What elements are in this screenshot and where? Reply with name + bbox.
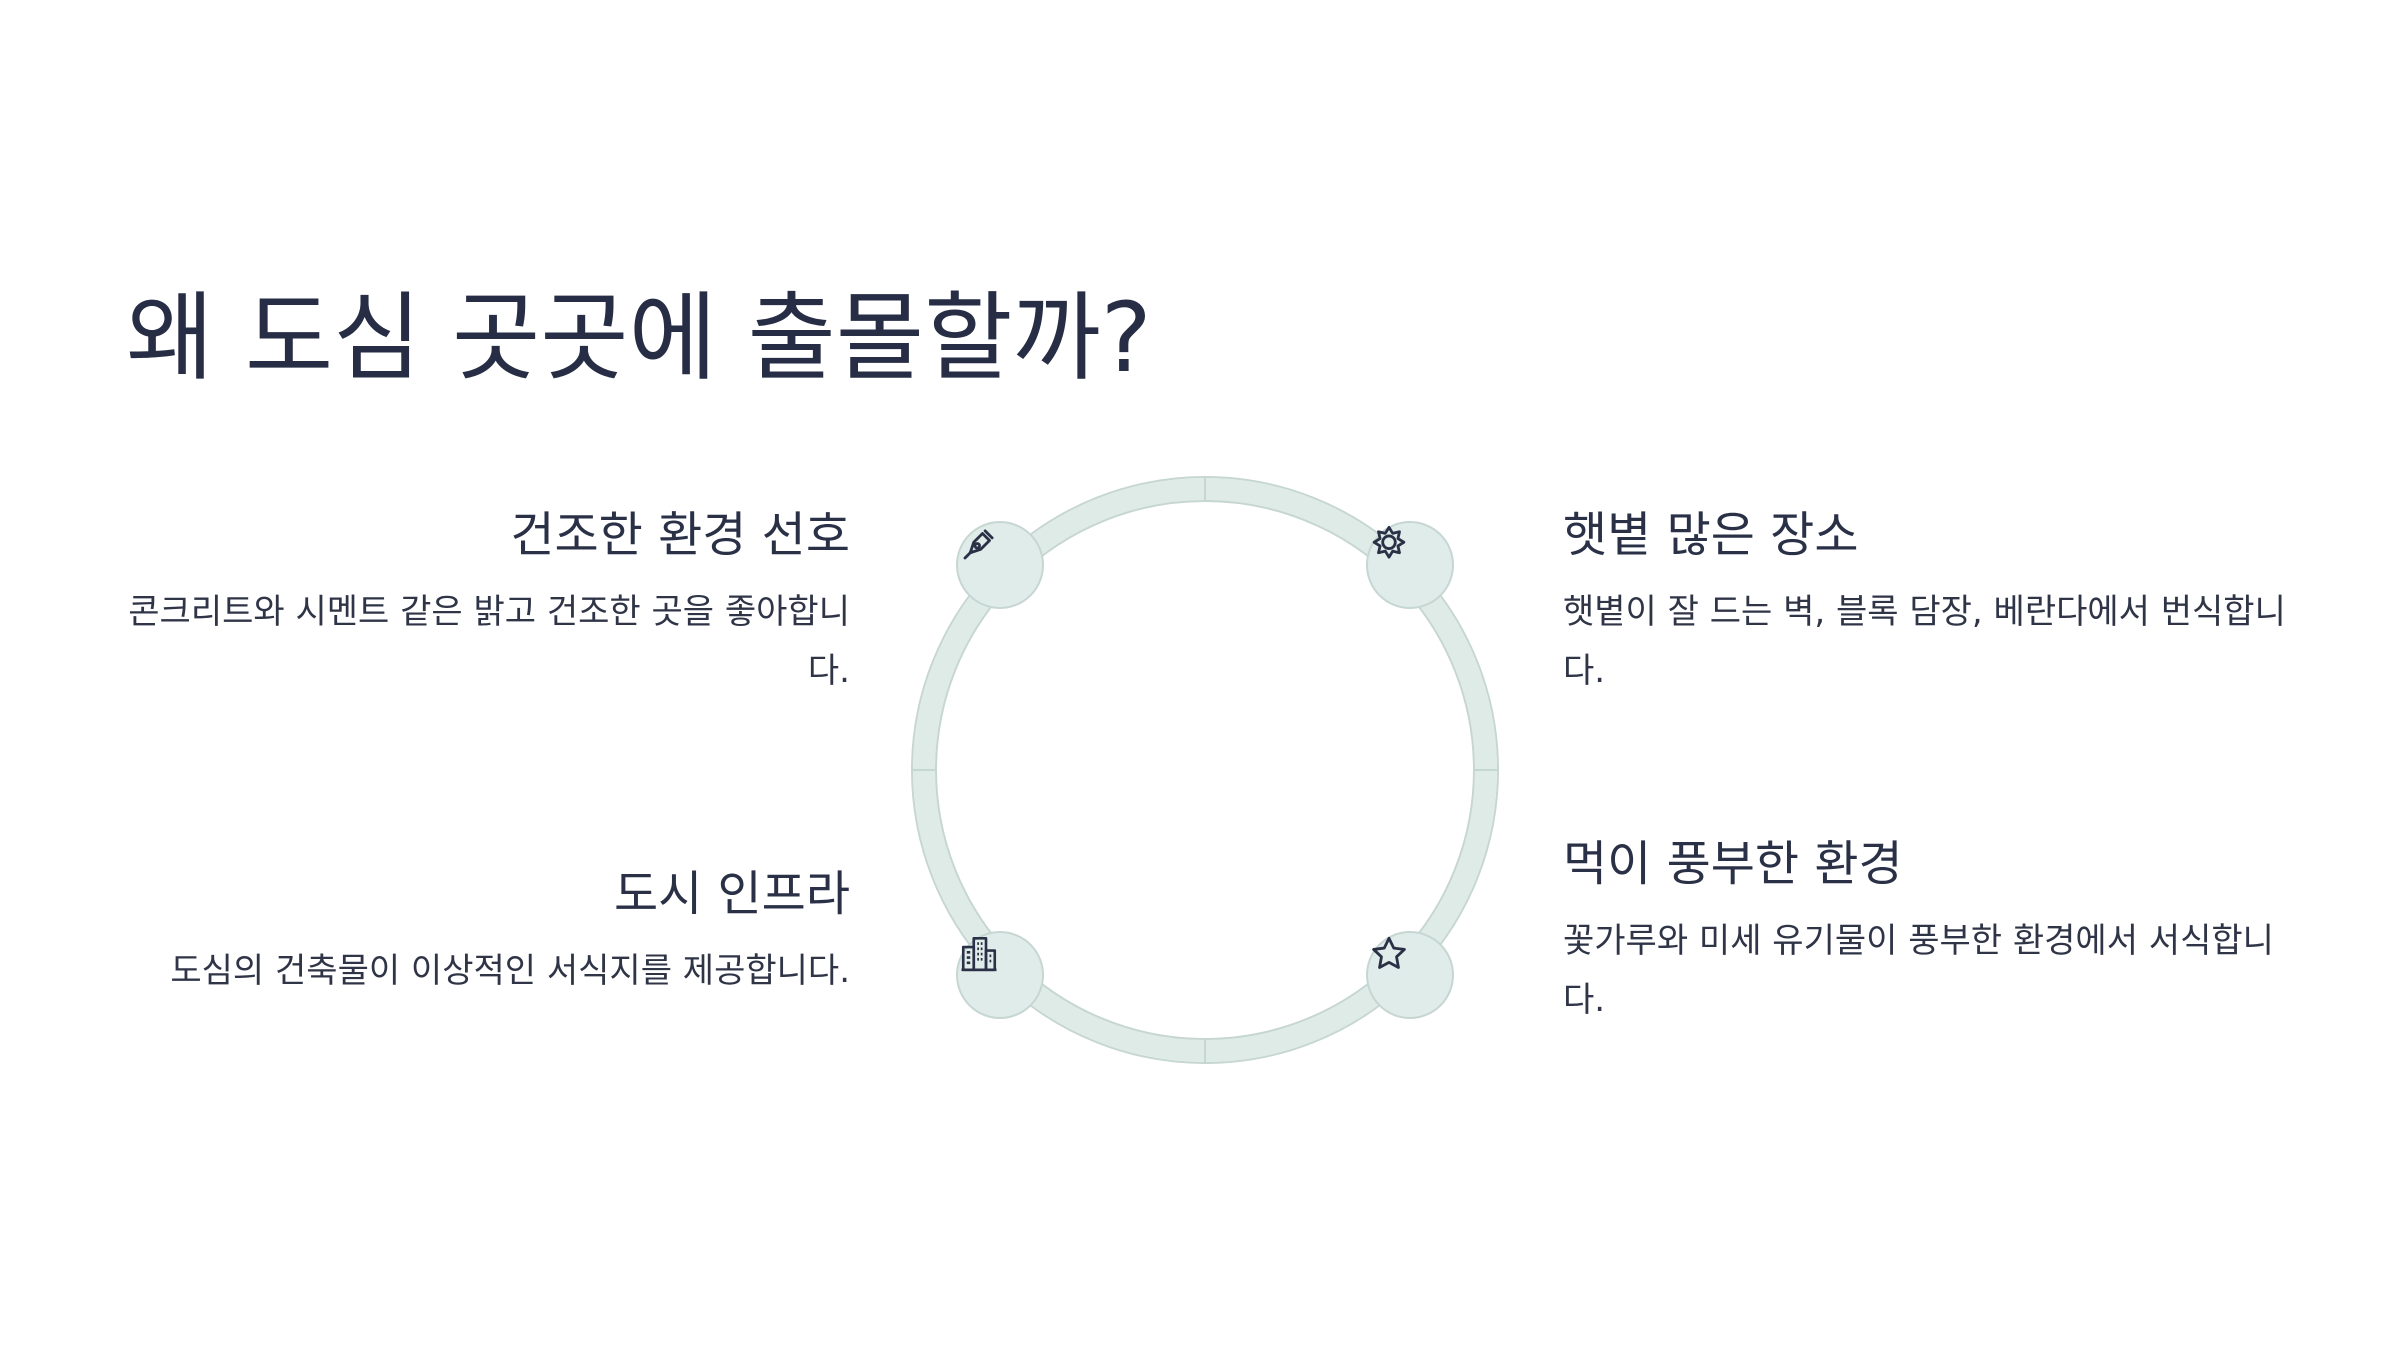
buildings-icon xyxy=(961,936,997,972)
sun-icon xyxy=(1372,525,1406,559)
item-sunny-places: 햇볕 많은 장소 햇볕이 잘 드는 벽, 블록 담장, 베란다에서 번식합니다. xyxy=(1563,505,2303,701)
item-title: 먹이 풍부한 환경 xyxy=(1563,836,1903,892)
item-urban-infrastructure: 도시 인프라 도심의 건축물이 이상적인 서식지를 제공합니다. xyxy=(120,864,850,1001)
item-description: 햇볕이 잘 드는 벽, 블록 담장, 베란다에서 번식합니다. xyxy=(1563,592,2286,691)
item-title: 건조한 환경 선호 xyxy=(510,507,850,563)
item-title: 도시 인프라 xyxy=(613,866,850,922)
item-title: 햇볕 많은 장소 xyxy=(1563,507,1859,563)
cycle-ring xyxy=(911,476,1499,1064)
cycle-diagram xyxy=(900,465,1510,1075)
node-dry-environment xyxy=(956,521,1044,609)
node-sunny-places xyxy=(1366,521,1454,609)
pen-nib-icon xyxy=(963,529,994,560)
item-description: 콘크리트와 시멘트 같은 밝고 건조한 곳을 좋아합니다. xyxy=(128,592,850,691)
node-food-rich-environment xyxy=(1366,931,1454,1019)
node-urban-infrastructure xyxy=(956,931,1044,1019)
star-icon xyxy=(1372,936,1406,969)
slide-title: 왜 도심 곳곳에 출몰할까? xyxy=(126,282,1152,394)
item-description: 꽃가루와 미세 유기물이 풍부한 환경에서 서식합니다. xyxy=(1563,921,2274,1020)
item-food-rich-environment: 먹이 풍부한 환경 꽃가루와 미세 유기물이 풍부한 환경에서 서식합니다. xyxy=(1563,834,2303,1030)
item-dry-environment: 건조한 환경 선호 콘크리트와 시멘트 같은 밝고 건조한 곳을 좋아합니다. xyxy=(120,505,850,701)
item-description: 도심의 건축물이 이상적인 서식지를 제공합니다. xyxy=(170,951,850,991)
